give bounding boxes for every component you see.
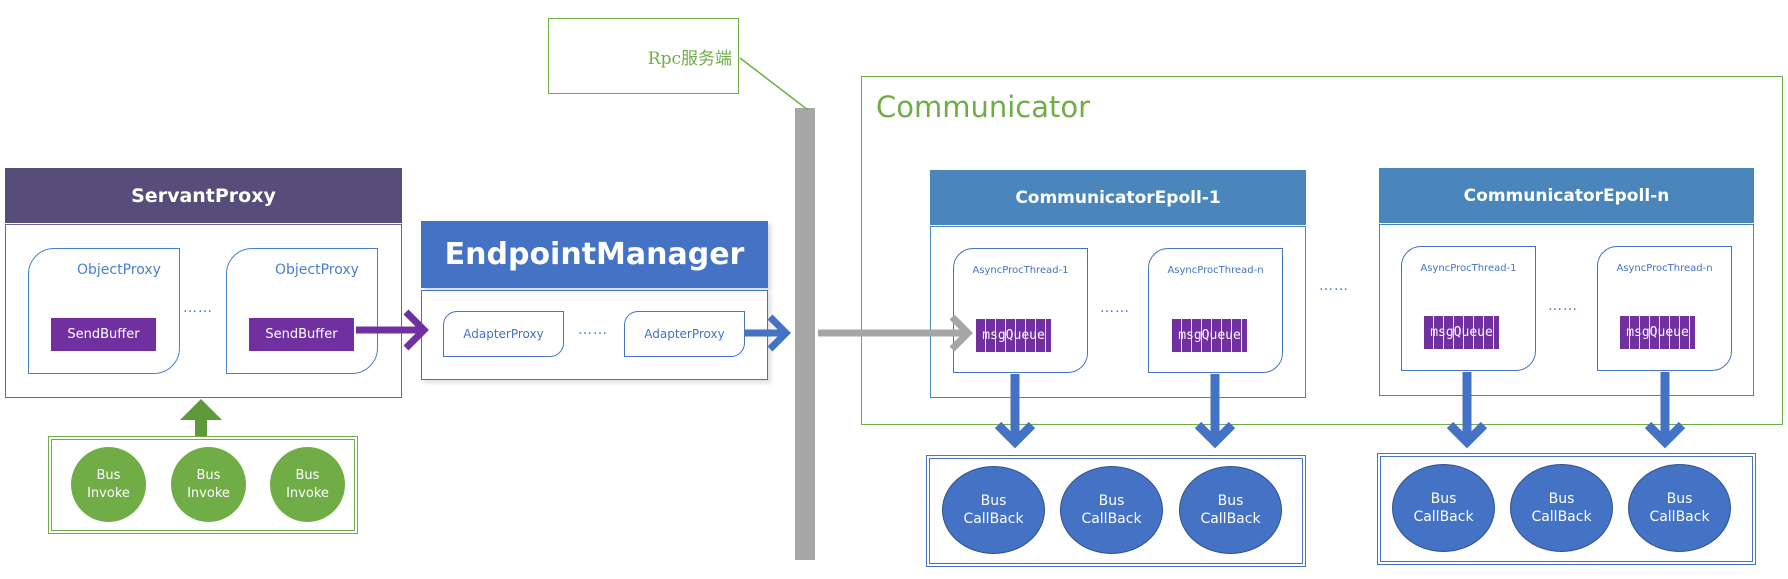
callback-2-1-line1: Bus (1430, 491, 1457, 507)
msg-queue-n-n: msgQueue (1620, 316, 1695, 349)
network-bar (795, 108, 815, 560)
async-proc-thread-n-n (1597, 246, 1732, 371)
communicator-ellipsis: …… (1319, 278, 1349, 294)
object-proxy-2-label: ObjectProxy (275, 262, 359, 278)
callback-1-1-line1: Bus (980, 493, 1007, 509)
rpc-label-connector (739, 57, 809, 111)
sendbuffer-arrow (356, 309, 429, 351)
send-buffer-1: SendBuffer (51, 318, 156, 351)
thread-n-1-down-arrow (1446, 372, 1488, 449)
callback-2-3-line1: Bus (1666, 491, 1693, 507)
callback-1-3-line1: Bus (1217, 493, 1244, 509)
thread-n-n-down-arrow (1644, 372, 1686, 449)
callback-2-3-line2: CallBack (1649, 509, 1710, 525)
callback-1-2-line2: CallBack (1081, 511, 1142, 527)
callback-1-1-line2: CallBack (963, 511, 1024, 527)
bus-invoke-2-line2: Invoke (187, 485, 230, 501)
network-in-arrow (818, 314, 973, 352)
msg-queue-n-1: msgQueue (1424, 316, 1499, 349)
async-proc-thread-1-n-label: AsyncProcThread-n (1167, 265, 1264, 276)
callback-2-2-line1: Bus (1548, 491, 1575, 507)
invoke-up-arrow (180, 399, 222, 436)
callback-2-2-line2: CallBack (1531, 509, 1592, 525)
bus-invoke-1-line1: Bus (96, 467, 121, 483)
endpoint-manager-ellipsis: …… (578, 322, 608, 338)
epoll-n-ellipsis: …… (1548, 298, 1578, 314)
async-proc-thread-1-1 (953, 248, 1088, 373)
send-buffer-2: SendBuffer (249, 318, 354, 351)
servant-proxy-header: ServantProxy (5, 168, 402, 223)
epoll-1-ellipsis: …… (1100, 300, 1130, 316)
thread-1-n-down-arrow (1194, 374, 1236, 449)
rpc-server-label-box: Rpc服务端 (548, 18, 739, 94)
thread-1-1-down-arrow (994, 374, 1036, 449)
object-proxy-2 (226, 248, 378, 374)
msg-queue-1-1: msgQueue (976, 319, 1051, 352)
adapter-out-arrow (744, 314, 791, 352)
communicator-title: Communicator (876, 90, 1091, 124)
endpoint-manager-header: EndpointManager (421, 221, 768, 288)
object-proxy-1 (28, 248, 180, 374)
adapter-proxy-1: AdapterProxy (443, 311, 564, 357)
adapter-proxy-2: AdapterProxy (624, 311, 745, 357)
callback-1-3-line2: CallBack (1200, 511, 1261, 527)
bus-invoke-2-line1: Bus (196, 467, 221, 483)
bus-invoke-3-line2: Invoke (286, 485, 329, 501)
async-proc-thread-n-n-label: AsyncProcThread-n (1616, 263, 1713, 274)
communicator-epoll-1-header: CommunicatorEpoll-1 (930, 170, 1306, 225)
servant-proxy-ellipsis: …… (183, 300, 213, 316)
object-proxy-1-label: ObjectProxy (77, 262, 161, 278)
msg-queue-1-n: msgQueue (1172, 319, 1247, 352)
async-proc-thread-n-1 (1401, 246, 1536, 371)
async-proc-thread-n-1-label: AsyncProcThread-1 (1420, 263, 1517, 274)
async-proc-thread-1-1-label: AsyncProcThread-1 (972, 265, 1069, 276)
bus-invoke-1-line2: Invoke (87, 485, 130, 501)
communicator-epoll-n-header: CommunicatorEpoll-n (1379, 168, 1754, 223)
callback-1-2-line1: Bus (1098, 493, 1125, 509)
async-proc-thread-1-n (1148, 248, 1283, 373)
callback-2-1-line2: CallBack (1413, 509, 1474, 525)
bus-invoke-3-line1: Bus (295, 467, 320, 483)
